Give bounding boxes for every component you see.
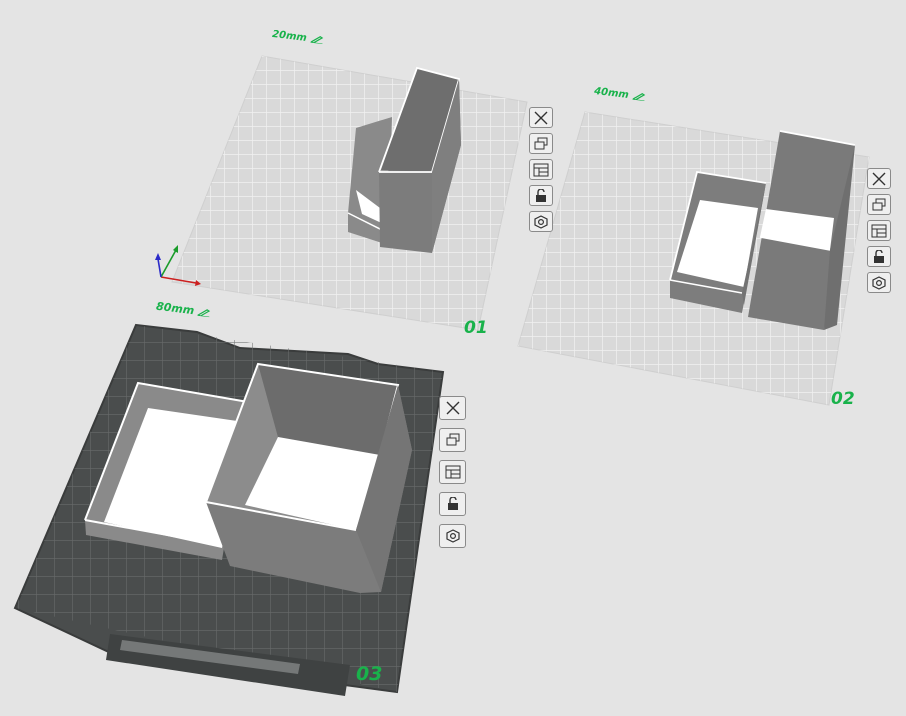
close-plate-button[interactable] [867, 168, 891, 189]
x-axis [160, 276, 197, 284]
close-plate-button[interactable] [439, 396, 466, 420]
lock-icon [874, 249, 884, 263]
edit-icon[interactable] [632, 92, 646, 102]
arrange-icon [446, 433, 459, 446]
plate-01-grid [172, 56, 527, 330]
y-axis [160, 249, 177, 278]
model-tall-box-01[interactable] [378, 66, 461, 253]
lock-icon [536, 188, 546, 202]
lock-icon [447, 497, 458, 510]
plate-01-toolbar [529, 107, 559, 237]
layers-button[interactable] [439, 460, 466, 484]
layers-button[interactable] [529, 159, 553, 180]
layers-icon [533, 163, 549, 176]
plate-01[interactable] [155, 55, 528, 331]
edit-icon[interactable] [197, 308, 212, 318]
plate-03-size-label[interactable]: 80mm [155, 300, 211, 320]
close-icon [534, 111, 548, 124]
plate-settings-button[interactable] [529, 211, 553, 232]
lock-button[interactable] [439, 492, 466, 516]
edit-icon[interactable] [310, 35, 324, 45]
plate-02-size-label[interactable]: 40mm [594, 86, 647, 103]
plate-02-number: 02 [831, 389, 855, 409]
plate-01-number: 01 [464, 318, 488, 338]
close-icon [446, 401, 459, 415]
lock-button[interactable] [529, 185, 553, 206]
model-left-box-02[interactable] [669, 170, 767, 313]
plate-02-toolbar [867, 168, 897, 298]
layers-button[interactable] [867, 220, 891, 241]
axis-gizmo [155, 245, 201, 286]
arrange-button[interactable] [867, 194, 891, 215]
settings-icon [534, 214, 548, 229]
plate-03-label-strip [120, 640, 300, 674]
z-axis [157, 258, 162, 278]
lock-button[interactable] [867, 246, 891, 267]
arrange-icon [534, 137, 548, 149]
settings-icon [872, 275, 886, 290]
plate-settings-button[interactable] [439, 524, 466, 548]
close-plate-button[interactable] [529, 107, 553, 128]
plate-03[interactable] [13, 323, 445, 696]
close-icon [872, 172, 886, 185]
plate-03-number: 03 [356, 663, 383, 685]
arrange-button[interactable] [529, 133, 553, 154]
plate-02[interactable] [517, 111, 870, 406]
model-left-box-03[interactable] [84, 381, 249, 560]
arrange-icon [872, 198, 886, 210]
model-right-box-03[interactable] [205, 362, 412, 593]
plate-01-size-label[interactable]: 20mm [272, 29, 325, 46]
settings-icon [445, 529, 460, 543]
layers-icon [871, 224, 887, 237]
plate-settings-button[interactable] [867, 272, 891, 293]
model-right-box-02[interactable] [748, 130, 856, 330]
layers-icon [445, 465, 460, 479]
plate-03-toolbar [439, 396, 469, 556]
arrange-button[interactable] [439, 428, 466, 452]
